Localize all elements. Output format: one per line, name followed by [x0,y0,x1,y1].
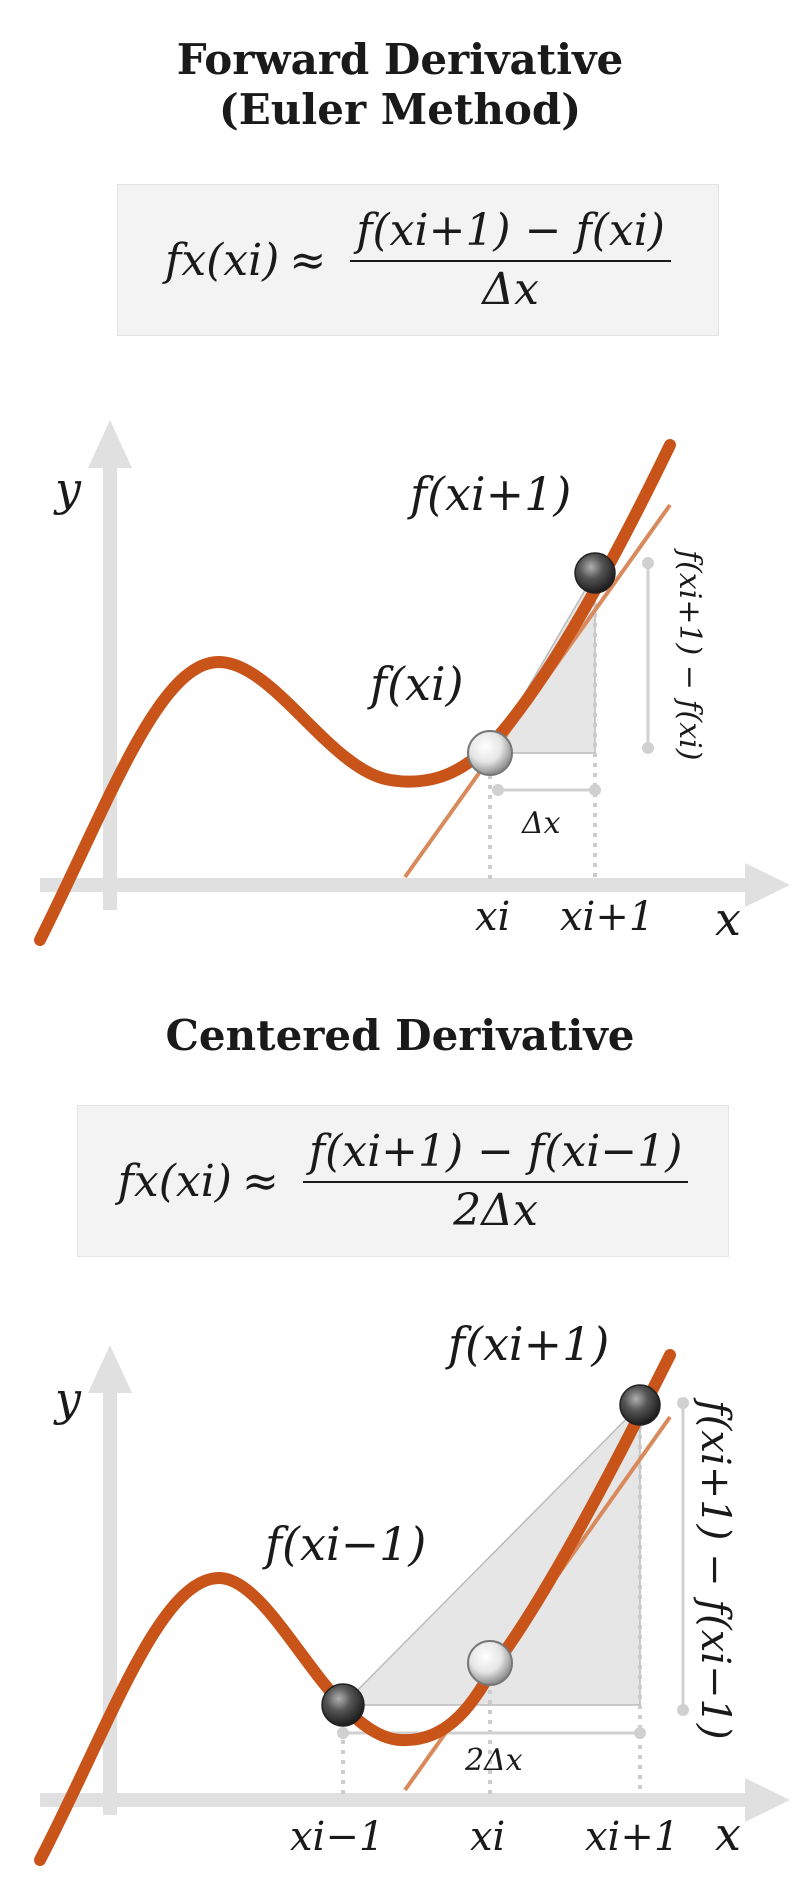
centered-rise-end-bottom [677,1704,689,1716]
centered-delta-x-end-left [337,1727,349,1739]
forward-point-next [574,552,616,594]
centered-axis-x-label: x [715,1807,741,1861]
centered-point-prev-label: f(xi−1) [262,1517,426,1571]
forward-formula-box: fx(xi) ≈ f(xi+1) − f(xi) Δx [117,184,719,336]
centered-rise-end-top [677,1397,689,1409]
centered-formula-numerator: f(xi+1) − f(xi−1) [302,1126,689,1183]
forward-axis-y-label: y [53,462,82,516]
centered-axis-y-label: y [53,1372,82,1426]
centered-formula-lhs: fx(xi) [117,1155,232,1207]
forward-rise-end-top [642,557,654,569]
forward-function-curve [34,439,676,946]
centered-point-next [619,1384,661,1426]
centered-diagram: y x f(xi+1) f(xi−1) xi−1 xi xi+1 2Δx f(x… [34,1317,790,1866]
forward-delta-x-end-left [492,784,504,796]
forward-x-axis-arrowhead [745,863,790,907]
centered-title: Centered Derivative [165,1011,635,1060]
forward-title-line2: (Euler Method) [218,85,582,134]
centered-formula-approx: ≈ [241,1155,279,1207]
centered-formula-denominator: 2Δx [453,1185,538,1236]
centered-y-axis-arrowhead [88,1345,132,1393]
centered-point-next-label: f(xi+1) [445,1317,609,1371]
centered-rise-label: f(xi+1) − f(xi−1) [692,1397,738,1740]
forward-rise-label: f(xi+1) − f(xi) [672,548,707,760]
forward-point-next-label: f(xi+1) [407,467,571,521]
centered-tick-xi1: xi+1 [585,1814,679,1860]
forward-delta-x-label: Δx [521,806,561,841]
forward-diagram: y x f(xi+1) f(xi) xi xi+1 Δx f(xi+1) − f… [34,420,790,946]
centered-delta-x-end-right [634,1727,646,1739]
forward-point-cur [467,730,513,776]
forward-y-axis-arrowhead [88,420,132,468]
forward-rise-end-bottom [642,742,654,754]
centered-x-axis-arrowhead [745,1778,790,1822]
forward-title-line1: Forward Derivative [176,35,624,84]
centered-point-prev [321,1683,365,1727]
centered-point-cur [467,1640,513,1686]
centered-function-curve [34,1349,676,1866]
forward-axis-x-label: x [715,892,741,946]
centered-delta-x-label: 2Δx [464,1743,523,1778]
centered-tick-xi: xi [470,1814,505,1860]
forward-formula-lhs: fx(xi) [165,234,280,286]
forward-formula-denominator: Δx [482,264,539,315]
forward-tick-xi: xi [475,894,510,940]
forward-tick-xi1: xi+1 [560,894,654,940]
forward-formula-numerator: f(xi+1) − f(xi) [350,205,671,262]
centered-tick-xi-1: xi−1 [290,1814,384,1860]
forward-delta-x-end-right [589,784,601,796]
centered-formula-fraction: f(xi+1) − f(xi−1) 2Δx [302,1126,689,1236]
forward-formula-fraction: f(xi+1) − f(xi) Δx [350,205,671,315]
centered-formula-box: fx(xi) ≈ f(xi+1) − f(xi−1) 2Δx [77,1105,729,1257]
forward-formula-approx: ≈ [289,234,327,286]
forward-point-cur-label: f(xi) [367,657,464,711]
